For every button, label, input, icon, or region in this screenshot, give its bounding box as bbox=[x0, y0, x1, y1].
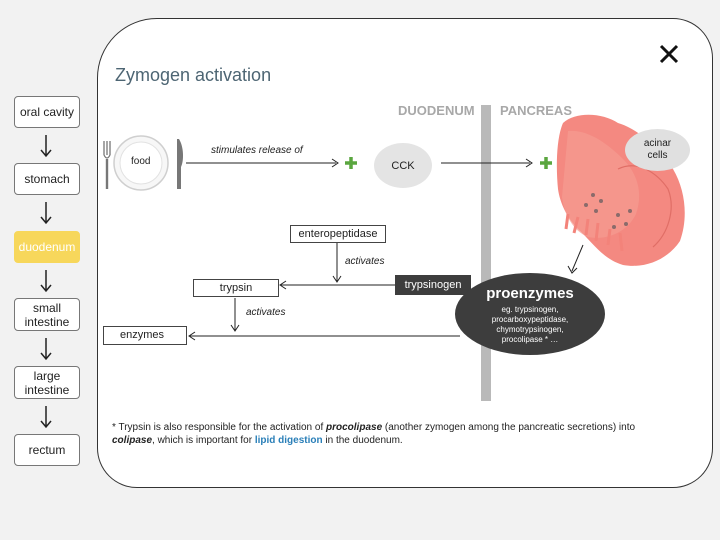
trypsin-box: trypsin bbox=[193, 279, 279, 297]
enzymes-box: enzymes bbox=[103, 326, 187, 345]
plate-icon bbox=[113, 135, 169, 191]
nav-item-large-intestine[interactable]: large intestine bbox=[14, 366, 80, 399]
proenzymes-examples: eg. trypsinogen, procarboxypeptidase, ch… bbox=[491, 305, 569, 344]
activates-label-2: activates bbox=[246, 307, 286, 318]
zymogen-panel: Zymogen activation DUODENUM PANCREAS bbox=[97, 18, 713, 488]
arrow-down-icon bbox=[40, 202, 52, 225]
nav-item-duodenum[interactable]: duodenum bbox=[14, 231, 80, 263]
plus-icon bbox=[540, 157, 552, 169]
arrow-down-icon bbox=[40, 135, 52, 158]
lipid-digestion-highlight: lipid digestion bbox=[254, 435, 323, 446]
proenzymes-title: proenzymes bbox=[486, 285, 574, 302]
proenzymes-node: proenzymes eg. trypsinogen, procarboxype… bbox=[455, 273, 605, 355]
activates-label-1: activates bbox=[345, 256, 385, 267]
cck-node: CCK bbox=[374, 143, 432, 188]
nav-item-oral-cavity[interactable]: oral cavity bbox=[14, 96, 80, 128]
diagram-graphics bbox=[103, 114, 685, 341]
nav-item-small-intestine[interactable]: small intestine bbox=[14, 298, 80, 331]
zone-label-duodenum: DUODENUM bbox=[398, 103, 475, 118]
nav-item-stomach[interactable]: stomach bbox=[14, 163, 80, 195]
zone-label-pancreas: PANCREAS bbox=[500, 103, 572, 118]
food-label: food bbox=[131, 156, 151, 167]
nav-item-rectum[interactable]: rectum bbox=[14, 434, 80, 466]
plus-icon bbox=[345, 157, 357, 169]
arrow-down-icon bbox=[40, 338, 52, 361]
trypsinogen-label: trypsinogen bbox=[395, 275, 471, 295]
duodenum-pancreas-divider bbox=[481, 105, 491, 401]
arrow-down-icon bbox=[40, 270, 52, 293]
close-icon[interactable] bbox=[656, 41, 682, 67]
enteropeptidase-box: enteropeptidase bbox=[290, 225, 386, 243]
fork-icon bbox=[103, 141, 111, 189]
knife-icon bbox=[177, 139, 184, 189]
acinar-cells-label: acinar cells bbox=[625, 129, 690, 171]
stimulates-label: stimulates release of bbox=[211, 145, 303, 156]
arrow-down-icon bbox=[40, 406, 52, 429]
panel-title: Zymogen activation bbox=[115, 65, 272, 85]
footnote: * Trypsin is also responsible for the ac… bbox=[112, 422, 636, 446]
